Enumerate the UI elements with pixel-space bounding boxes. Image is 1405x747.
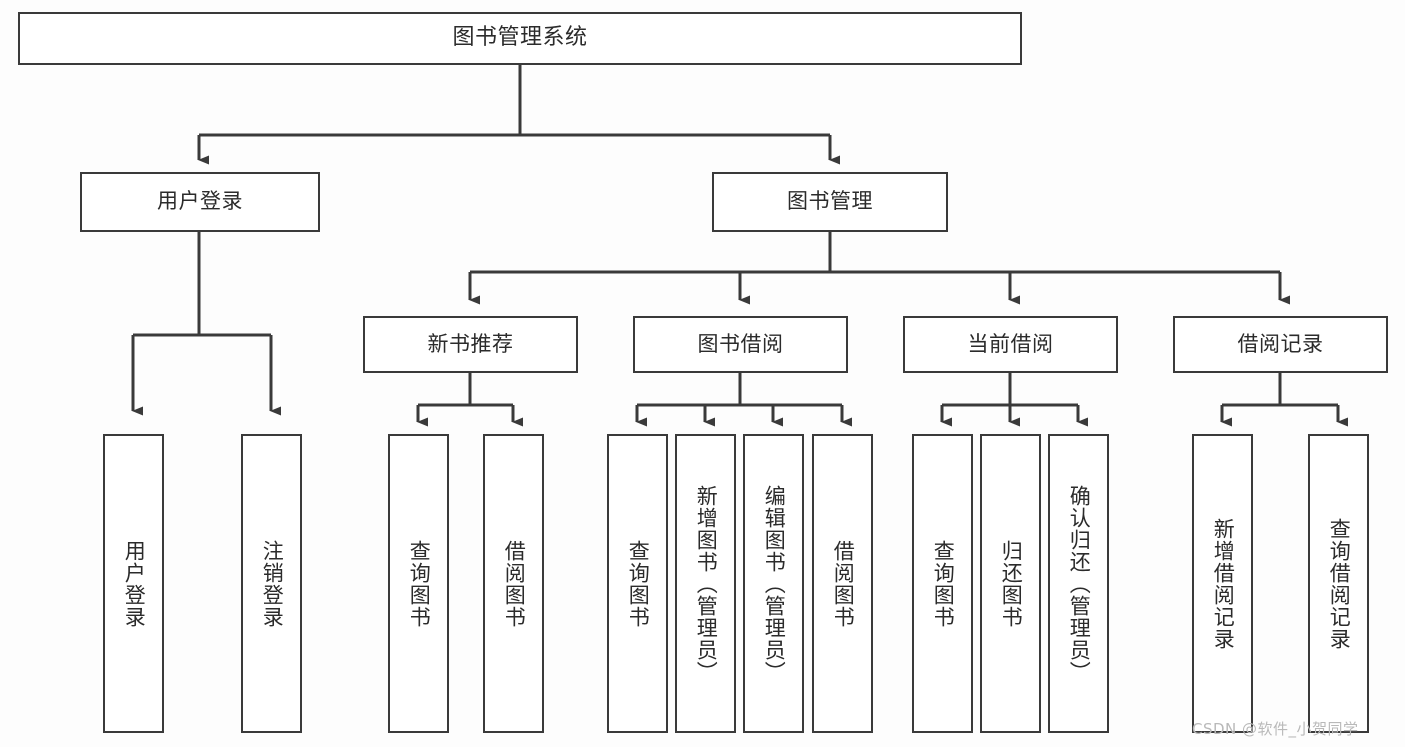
node-label: 查询图书 bbox=[931, 539, 956, 628]
node-leaf-edit-book[interactable]: 编辑图书（管理员） bbox=[743, 434, 804, 733]
node-label: 新增图书（管理员） bbox=[694, 484, 719, 683]
node-book-management[interactable]: 图书管理 bbox=[712, 172, 948, 232]
node-new-book-recommend[interactable]: 新书推荐 bbox=[363, 316, 578, 373]
node-leaf-user-logout[interactable]: 注销登录 bbox=[241, 434, 302, 733]
node-leaf-confirm-return[interactable]: 确认归还（管理员） bbox=[1048, 434, 1109, 733]
node-label: 当前借阅 bbox=[967, 331, 1054, 356]
node-label: 图书借阅 bbox=[697, 331, 784, 356]
node-leaf-query-book-borrow[interactable]: 查询图书 bbox=[607, 434, 668, 733]
node-label: 用户登录 bbox=[122, 539, 147, 628]
node-label: 编辑图书（管理员） bbox=[762, 484, 787, 683]
node-leaf-add-book[interactable]: 新增图书（管理员） bbox=[675, 434, 736, 733]
node-leaf-add-record[interactable]: 新增借阅记录 bbox=[1192, 434, 1253, 733]
node-label: 图书管理 bbox=[787, 189, 873, 214]
node-leaf-user-login[interactable]: 用户登录 bbox=[103, 434, 164, 733]
node-label: 图书管理系统 bbox=[452, 25, 588, 51]
node-label: 查询图书 bbox=[626, 539, 651, 628]
node-label: 新书推荐 bbox=[427, 331, 514, 356]
node-label: 用户登录 bbox=[157, 189, 243, 214]
node-label: 新增借阅记录 bbox=[1211, 517, 1236, 650]
node-user-login[interactable]: 用户登录 bbox=[80, 172, 320, 232]
node-leaf-query-book-current[interactable]: 查询图书 bbox=[912, 434, 973, 733]
node-borrow-record[interactable]: 借阅记录 bbox=[1173, 316, 1388, 373]
node-label: 借阅记录 bbox=[1237, 331, 1324, 356]
node-label: 查询借阅记录 bbox=[1327, 517, 1352, 650]
node-leaf-query-record[interactable]: 查询借阅记录 bbox=[1308, 434, 1369, 733]
node-label: 归还图书 bbox=[999, 539, 1024, 628]
node-leaf-query-book-new[interactable]: 查询图书 bbox=[388, 434, 449, 733]
node-label: 查询图书 bbox=[407, 539, 432, 628]
node-label: 借阅图书 bbox=[831, 539, 856, 628]
node-label: 确认归还（管理员） bbox=[1067, 484, 1092, 683]
node-label: 注销登录 bbox=[260, 539, 285, 628]
node-label: 借阅图书 bbox=[502, 539, 527, 628]
node-leaf-borrow-book-new[interactable]: 借阅图书 bbox=[483, 434, 544, 733]
node-book-borrow[interactable]: 图书借阅 bbox=[633, 316, 848, 373]
node-leaf-return-book[interactable]: 归还图书 bbox=[980, 434, 1041, 733]
node-current-borrow[interactable]: 当前借阅 bbox=[903, 316, 1118, 373]
node-leaf-borrow-book[interactable]: 借阅图书 bbox=[812, 434, 873, 733]
node-root-system[interactable]: 图书管理系统 bbox=[18, 12, 1022, 65]
